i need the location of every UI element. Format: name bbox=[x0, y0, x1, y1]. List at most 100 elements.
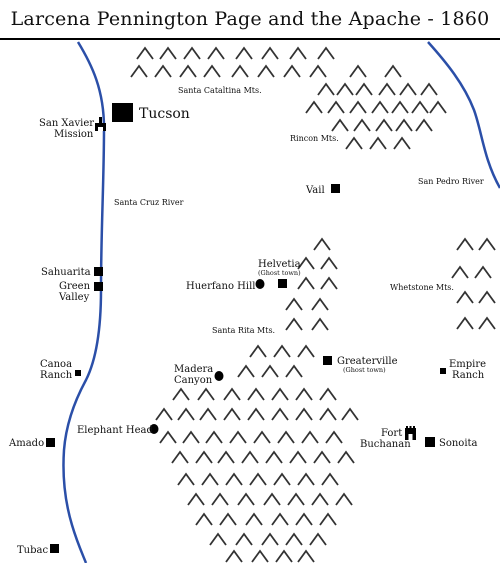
whetstone-mts-label: Whetstone Mts. bbox=[390, 283, 454, 292]
mountain-chevron bbox=[319, 407, 337, 421]
mountain-chevron bbox=[295, 387, 313, 401]
mountain-chevron bbox=[130, 64, 148, 78]
mountain-chevron bbox=[263, 492, 281, 506]
mountain-chevron bbox=[235, 46, 253, 60]
map-title: Larcena Pennington Page and the Apache -… bbox=[10, 8, 490, 30]
mountain-chevron bbox=[384, 64, 402, 78]
mountain-chevron bbox=[321, 472, 339, 486]
huerfano-hill-marker bbox=[255, 279, 265, 289]
mountain-chevron bbox=[177, 407, 195, 421]
mountain-chevron bbox=[273, 472, 291, 486]
mountain-chevron bbox=[391, 100, 409, 114]
mountain-chevron bbox=[456, 316, 474, 330]
vail-label: Vail bbox=[305, 185, 325, 196]
mountain-chevron bbox=[399, 82, 417, 96]
mountain-chevron bbox=[320, 256, 338, 270]
mountain-chevron bbox=[271, 387, 289, 401]
mountain-chevron bbox=[285, 317, 303, 331]
mountain-chevron bbox=[265, 450, 283, 464]
canoa-ranch-label-1: Canoa bbox=[40, 359, 72, 370]
san-pedro-river-line bbox=[427, 41, 500, 189]
greaterville-label: Greaterville bbox=[337, 356, 398, 367]
mountain-chevron bbox=[217, 450, 235, 464]
mountain-chevron bbox=[317, 46, 335, 60]
mountain-chevron bbox=[478, 237, 496, 251]
amado-marker bbox=[46, 438, 55, 447]
mountain-chevron bbox=[177, 472, 195, 486]
mountain-chevron bbox=[309, 64, 327, 78]
empire-ranch-marker bbox=[440, 368, 446, 374]
mountain-chevron bbox=[313, 450, 331, 464]
san-xavier-label-1: San Xavier bbox=[39, 118, 94, 129]
mountain-chevron bbox=[378, 82, 396, 96]
mountain-chevron bbox=[341, 407, 359, 421]
mountain-chevron bbox=[285, 532, 303, 546]
mountain-chevron bbox=[375, 118, 393, 132]
santa-cruz-river-label: Santa Cruz River bbox=[114, 198, 184, 207]
mountain-chevron bbox=[289, 450, 307, 464]
san-pedro-river-label: San Pedro River bbox=[418, 177, 484, 186]
mountain-chevron bbox=[411, 100, 429, 114]
mountain-chevron bbox=[319, 512, 337, 526]
mountain-chevron bbox=[353, 118, 371, 132]
mountain-chevron bbox=[297, 256, 315, 270]
empire-ranch-label-1: Empire bbox=[449, 359, 486, 370]
mountain-chevron bbox=[309, 532, 327, 546]
sahuarita-marker bbox=[94, 267, 103, 276]
mountain-chevron bbox=[371, 100, 389, 114]
mountain-chevron bbox=[219, 512, 237, 526]
mountain-chevron bbox=[456, 290, 474, 304]
mountain-chevron bbox=[474, 265, 492, 279]
mountain-chevron bbox=[261, 532, 279, 546]
mountain-chevron bbox=[205, 430, 223, 444]
mountain-chevron bbox=[209, 532, 227, 546]
mountain-chevron bbox=[305, 100, 323, 114]
green-valley-label-1: Green bbox=[59, 281, 91, 292]
elephant-head-label: Elephant Head bbox=[77, 425, 153, 436]
mountain-chevron bbox=[285, 364, 303, 378]
mountain-chevron bbox=[349, 100, 367, 114]
san-xavier-label-2: Mission bbox=[54, 129, 94, 140]
mountain-chevron bbox=[393, 136, 411, 150]
madera-canyon-marker bbox=[214, 371, 224, 381]
mountain-chevron bbox=[271, 512, 289, 526]
mountain-chevron bbox=[295, 512, 313, 526]
mountain-chevron bbox=[369, 136, 387, 150]
mountain-chevron bbox=[275, 549, 293, 563]
mountain-chevron bbox=[287, 492, 305, 506]
mountain-chevron bbox=[237, 492, 255, 506]
mountain-chevron bbox=[241, 450, 259, 464]
mountain-chevron bbox=[223, 387, 241, 401]
mountain-chevron bbox=[136, 46, 154, 60]
mountain-chevron bbox=[225, 472, 243, 486]
mountain-chevron bbox=[337, 450, 355, 464]
mountain-chevron bbox=[172, 387, 190, 401]
mountain-chevron bbox=[297, 472, 315, 486]
mountain-chevron bbox=[183, 46, 201, 60]
mountain-chevron bbox=[277, 430, 295, 444]
greaterville-sublabel: (Ghost town) bbox=[343, 366, 386, 374]
mountain-chevron bbox=[223, 407, 241, 421]
mountain-chevron bbox=[420, 82, 438, 96]
mountain-chevron bbox=[235, 532, 253, 546]
mountain-chevron bbox=[311, 297, 329, 311]
mountain-chevron bbox=[301, 430, 319, 444]
madera-canyon-label-1: Madera bbox=[174, 364, 213, 375]
mountain-chevron bbox=[201, 472, 219, 486]
fort-buchanan-label-1: Fort bbox=[381, 428, 402, 439]
mountain-chevron bbox=[335, 492, 353, 506]
mountain-chevron bbox=[271, 407, 289, 421]
mountain-chevron bbox=[261, 364, 279, 378]
mountain-chevron bbox=[349, 64, 367, 78]
mountain-chevron bbox=[289, 46, 307, 60]
mountain-chevron bbox=[247, 387, 265, 401]
mountain-chevron bbox=[251, 549, 269, 563]
helvetia-label: Helvetia bbox=[258, 259, 301, 270]
mountain-chevron bbox=[327, 100, 345, 114]
green-valley-marker bbox=[94, 282, 103, 291]
santa-catalina-label: Santa Cataltina Mts. bbox=[178, 86, 262, 95]
sonoita-marker bbox=[425, 437, 435, 447]
title-bar: Larcena Pennington Page and the Apache -… bbox=[0, 0, 500, 40]
mountain-symbols bbox=[130, 46, 496, 563]
